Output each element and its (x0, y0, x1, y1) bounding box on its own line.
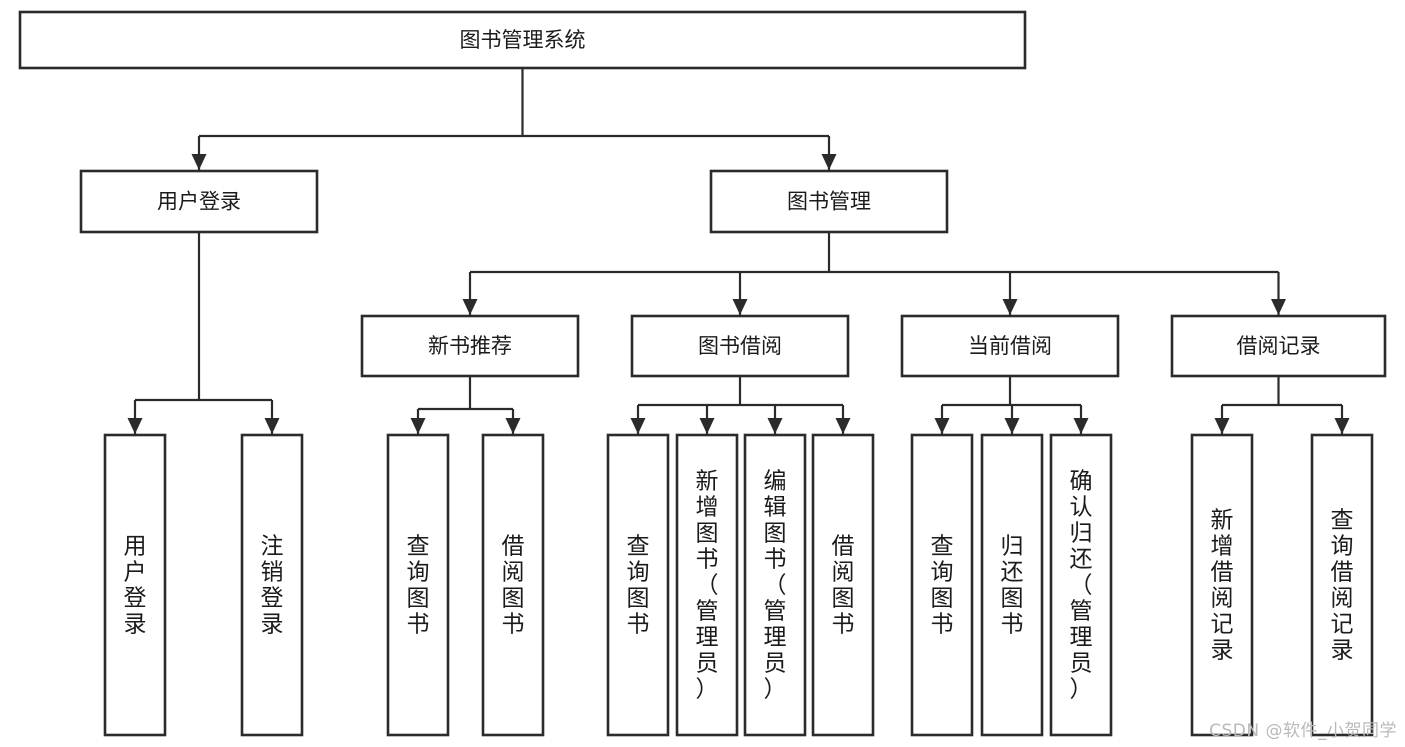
node-box (709, 169, 949, 234)
node-borrow-record[interactable]: 借阅记录 (1170, 314, 1387, 378)
node-label: 图书管理 (787, 190, 871, 214)
node-label: 查询图书 (627, 533, 650, 637)
node-label: 新增图书（管理员） (696, 468, 719, 702)
node-box (910, 433, 974, 737)
arrow-head (1334, 418, 1350, 434)
node-leaf-query-book-3[interactable]: 查询图书 (910, 433, 974, 737)
arrow-head (191, 154, 207, 170)
node-label: 新增借阅记录 (1211, 507, 1234, 663)
node-label: 查询图书 (407, 533, 430, 637)
node-new-book-recommend[interactable]: 新书推荐 (360, 314, 580, 378)
node-leaf-return-book[interactable]: 归还图书 (980, 433, 1044, 737)
connector-lines (127, 68, 1350, 434)
node-book-manage[interactable]: 图书管理 (709, 169, 949, 234)
node-label: 用户登录 (124, 533, 147, 637)
node-current-borrow[interactable]: 当前借阅 (900, 314, 1120, 378)
node-book-borrow[interactable]: 图书借阅 (630, 314, 850, 378)
node-box (900, 314, 1120, 378)
arrow-head (630, 418, 646, 434)
node-box (1190, 433, 1254, 737)
arrow-head (1004, 418, 1020, 434)
node-box (18, 10, 1027, 70)
node-label: 借阅记录 (1237, 334, 1321, 358)
node-root[interactable]: 图书管理系统 (18, 10, 1027, 70)
node-leaf-logout-login[interactable]: 注销登录 (240, 433, 304, 737)
node-box (980, 433, 1044, 737)
node-box (360, 314, 580, 378)
node-leaf-query-borrow-record[interactable]: 查询借阅记录 (1310, 433, 1374, 737)
node-label: 图书管理系统 (460, 28, 586, 52)
node-leaf-add-borrow-record[interactable]: 新增借阅记录 (1190, 433, 1254, 737)
arrow-head (127, 418, 143, 434)
arrow-head (934, 418, 950, 434)
node-label: 编辑图书（管理员） (764, 468, 787, 702)
node-box (606, 433, 670, 737)
node-label: 归还图书 (1001, 533, 1024, 637)
node-box (1049, 433, 1113, 737)
arrow-head (732, 299, 748, 315)
node-boxes: 图书管理系统用户登录图书管理新书推荐图书借阅当前借阅借阅记录用户登录注销登录查询… (18, 10, 1387, 737)
node-label: 借阅图书 (832, 533, 855, 637)
arrow-head (410, 418, 426, 434)
arrow-head (264, 418, 280, 434)
node-label: 借阅图书 (502, 533, 525, 637)
node-box (675, 433, 739, 737)
node-leaf-edit-book-admin[interactable]: 编辑图书（管理员） (743, 433, 807, 737)
node-leaf-query-book-2[interactable]: 查询图书 (606, 433, 670, 737)
node-label: 新书推荐 (428, 334, 512, 358)
node-label: 确认归还（管理员） (1070, 468, 1093, 702)
node-box (1310, 433, 1374, 737)
arrow-head (505, 418, 521, 434)
node-label: 用户登录 (157, 190, 241, 214)
node-box (240, 433, 304, 737)
arrow-head (1271, 299, 1286, 315)
arrow-head (767, 418, 783, 434)
arrow-head (462, 299, 478, 315)
node-label: 查询图书 (931, 533, 954, 637)
node-leaf-borrow-book-2[interactable]: 借阅图书 (811, 433, 875, 737)
node-leaf-confirm-return-admin[interactable]: 确认归还（管理员） (1049, 433, 1113, 737)
arrow-head (835, 418, 851, 434)
node-box (1170, 314, 1387, 378)
arrow-head (1214, 418, 1230, 434)
node-box (386, 433, 450, 737)
node-leaf-borrow-book-1[interactable]: 借阅图书 (481, 433, 545, 737)
node-box (630, 314, 850, 378)
node-box (79, 169, 319, 234)
node-label: 查询借阅记录 (1331, 507, 1354, 663)
arrow-head (821, 154, 837, 170)
node-label: 当前借阅 (968, 334, 1052, 358)
node-user-login[interactable]: 用户登录 (79, 169, 319, 234)
arrow-head (1073, 418, 1089, 434)
watermark-label: CSDN @软件_小贺同学 (1209, 721, 1397, 741)
node-label: 注销登录 (261, 533, 284, 637)
node-box (103, 433, 167, 737)
node-box (743, 433, 807, 737)
node-label: 图书借阅 (698, 334, 782, 358)
arrow-head (1002, 299, 1018, 315)
node-leaf-user-login[interactable]: 用户登录 (103, 433, 167, 737)
node-box (481, 433, 545, 737)
arrow-head (699, 418, 715, 434)
node-leaf-add-book-admin[interactable]: 新增图书（管理员） (675, 433, 739, 737)
node-leaf-query-book-1[interactable]: 查询图书 (386, 433, 450, 737)
node-box (811, 433, 875, 737)
